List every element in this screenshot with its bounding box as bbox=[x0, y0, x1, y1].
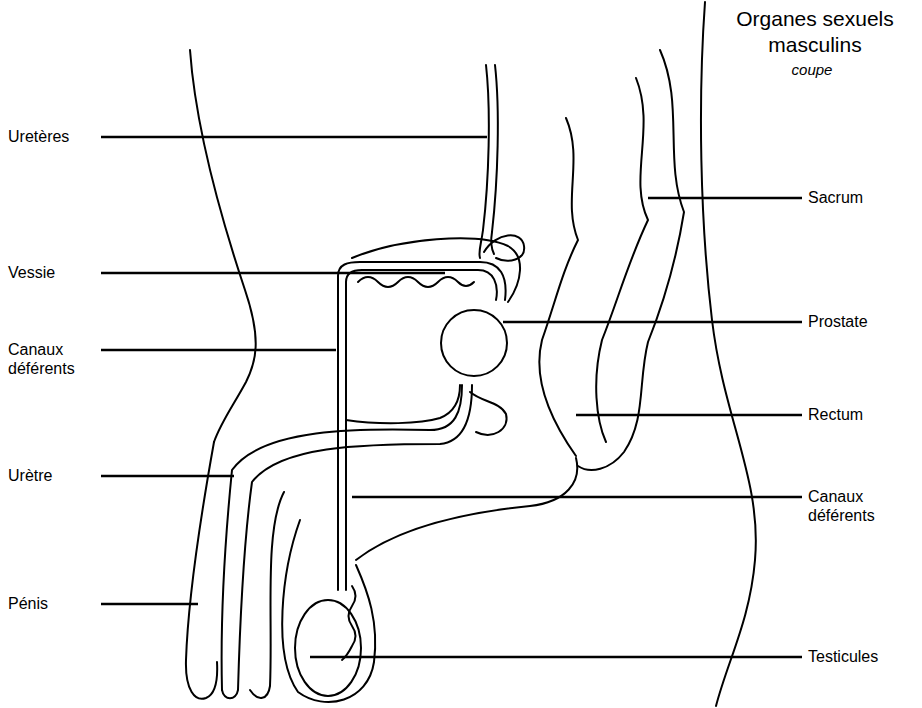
label-text: coupe bbox=[792, 61, 833, 78]
leader-line bbox=[648, 197, 802, 200]
part-label: Canaux déférents bbox=[808, 487, 918, 525]
penis-outline bbox=[186, 442, 217, 699]
rectum-wall bbox=[539, 118, 578, 456]
label-text: Urètre bbox=[8, 467, 52, 484]
label-text: Rectum bbox=[808, 406, 863, 423]
leader-line bbox=[310, 656, 802, 659]
leader-line bbox=[576, 414, 802, 417]
part-label: Vessie bbox=[8, 263, 100, 282]
label-text: Vessie bbox=[8, 264, 55, 281]
sacrum-outline bbox=[578, 50, 684, 470]
ureter bbox=[479, 65, 488, 258]
leader-line bbox=[352, 496, 802, 499]
penis-outline bbox=[250, 492, 284, 698]
leader-line bbox=[101, 136, 487, 139]
bladder-lining bbox=[358, 277, 474, 287]
part-label: Uretères bbox=[8, 127, 100, 146]
leader-line bbox=[101, 272, 445, 275]
leader-line bbox=[101, 603, 198, 606]
label-text: Pénis bbox=[8, 595, 48, 612]
label-text: Uretères bbox=[8, 128, 69, 145]
epididymis bbox=[342, 586, 356, 660]
part-label: Testicules bbox=[808, 647, 918, 666]
seminal-vesicle bbox=[484, 235, 524, 260]
bladder-outline bbox=[352, 238, 520, 302]
leader-line bbox=[101, 349, 336, 352]
vas-deferens bbox=[346, 270, 497, 590]
part-label: Rectum bbox=[808, 405, 918, 424]
title-text: Organes sexuels masculins bbox=[736, 7, 894, 56]
leader-line bbox=[101, 475, 234, 478]
subtitle-text: coupe bbox=[760, 60, 864, 79]
part-label: Canaux déférents bbox=[8, 340, 100, 378]
urethra bbox=[222, 385, 462, 690]
bulb-shape bbox=[470, 392, 507, 435]
perineum-outline bbox=[356, 458, 577, 560]
bladder-wall bbox=[346, 385, 460, 423]
scrotum-outline bbox=[282, 520, 375, 702]
part-label: Prostate bbox=[808, 312, 918, 331]
body-outline bbox=[701, 2, 756, 706]
label-text: Canaux déférents bbox=[8, 341, 75, 377]
diagram-title: Organes sexuels masculins bbox=[712, 6, 918, 58]
label-text: Sacrum bbox=[808, 189, 863, 206]
leader-line bbox=[503, 321, 802, 324]
part-label: Pénis bbox=[8, 594, 100, 613]
ureter bbox=[491, 65, 498, 254]
prostate-shape bbox=[441, 310, 507, 376]
label-text: Canaux déférents bbox=[808, 488, 875, 524]
label-text: Prostate bbox=[808, 313, 868, 330]
rectum-wall bbox=[596, 78, 648, 442]
body-outline bbox=[190, 50, 256, 442]
part-label: Urètre bbox=[8, 466, 100, 485]
label-text: Testicules bbox=[808, 648, 878, 665]
part-label: Sacrum bbox=[808, 188, 918, 207]
